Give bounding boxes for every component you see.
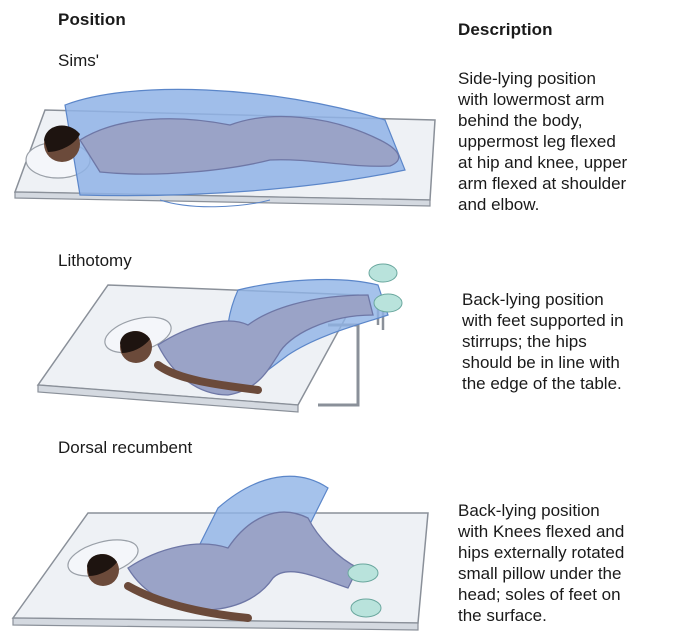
position-description-lithotomy: Back-lying position with feet supported …	[462, 289, 624, 394]
position-description-sims: Side-lying position with lowermost arm b…	[458, 68, 627, 215]
dorsal-recumbent-position-illustration	[8, 468, 433, 638]
description-column-header: Description	[458, 20, 553, 40]
lithotomy-position-illustration	[28, 255, 428, 420]
position-column-header: Position	[58, 10, 126, 30]
sims-position-illustration	[10, 60, 445, 210]
position-description-dorsal-recumbent: Back-lying position with Knees flexed an…	[458, 500, 624, 626]
position-name-dorsal-recumbent: Dorsal recumbent	[58, 438, 192, 458]
